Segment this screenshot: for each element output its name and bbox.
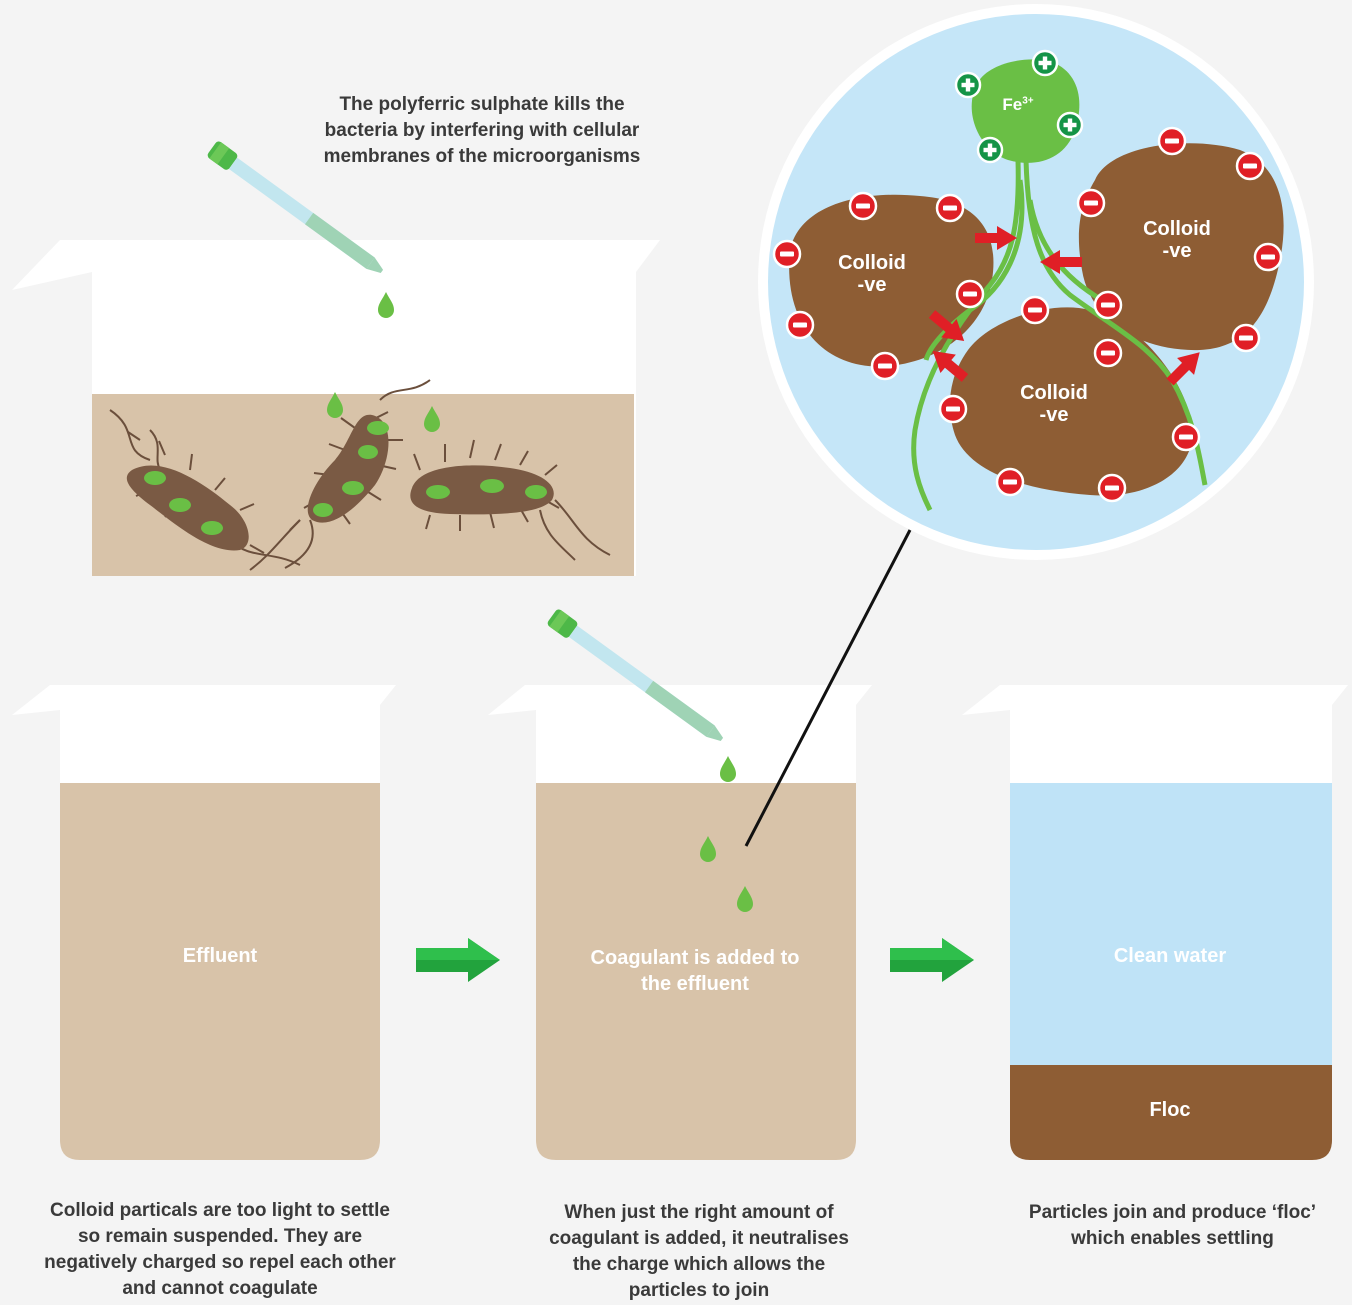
colloid-charge: -ve: [857, 274, 887, 296]
minus-icon: [1093, 290, 1123, 320]
colloid-label-left: Colloid-ve: [822, 252, 922, 296]
colloid-label-right: Colloid-ve: [1127, 218, 1227, 262]
minus-icon: [1231, 323, 1261, 353]
minus-icon: [1020, 295, 1050, 325]
pipette-icon: [207, 141, 384, 274]
minus-icon: [1157, 126, 1187, 156]
minus-icon: [848, 191, 878, 221]
colloid-charge: -ve: [1039, 404, 1069, 426]
attraction-arrows: [928, 226, 1200, 386]
settled-beaker: [962, 685, 1348, 1160]
minus-icon: [935, 193, 965, 223]
minus-icon: [785, 310, 815, 340]
fe-ion: [971, 59, 1080, 163]
plus-icon: [954, 71, 982, 99]
coagulant-beaker: [488, 685, 872, 1160]
minus-icon: [1097, 473, 1127, 503]
floc-label: Floc: [1149, 1099, 1191, 1121]
bacteria-beaker: [12, 240, 660, 576]
coagulant-label: Coagulant is added to the effluent: [590, 947, 800, 995]
minus-icon: [955, 279, 985, 309]
clean-water-label: Clean water: [1113, 945, 1227, 967]
minus-icon: [1235, 151, 1265, 181]
minus-icon: [772, 239, 802, 269]
zoom-circle: [758, 4, 1314, 560]
arrow-right-icon: [416, 938, 500, 982]
bacteria-icon: [109, 379, 611, 571]
arrow-right-icon: [890, 938, 974, 982]
fe-symbol: Fe: [1002, 95, 1023, 114]
step3-caption: Particles join and produce ‘floc’ which …: [1028, 1202, 1317, 1249]
colloid-bottom: [949, 307, 1193, 496]
minus-icon: [1253, 242, 1283, 272]
plus-icon: [1056, 111, 1084, 139]
pipette-icon: [547, 609, 724, 742]
minus-icon: [1171, 422, 1201, 452]
plus-icon: [1031, 49, 1059, 77]
colloid-right: [1078, 143, 1284, 351]
minus-icon: [870, 351, 900, 381]
minus-icon: [938, 394, 968, 424]
minus-icon: [1076, 188, 1106, 218]
step2-caption: When just the right amount of coagulant …: [549, 1202, 849, 1301]
effluent-label: Effluent: [182, 945, 258, 967]
colloid-title: Colloid: [838, 252, 906, 274]
minus-icon: [995, 467, 1025, 497]
fe-charge: 3+: [1022, 95, 1034, 107]
minus-icon: [1093, 338, 1123, 368]
step1-caption: Colloid particals are too light to settl…: [44, 1200, 396, 1299]
colloid-title: Colloid: [1143, 218, 1211, 240]
colloid-charge: -ve: [1162, 240, 1192, 262]
effluent-beaker: [12, 685, 396, 1160]
zoom-connector: [744, 529, 912, 847]
colloid-label-bottom: Colloid-ve: [1004, 382, 1104, 426]
plus-icon: [976, 136, 1004, 164]
colloid-title: Colloid: [1020, 382, 1088, 404]
bacteria-caption: The polyferric sulphate kills the bacter…: [323, 94, 641, 167]
fe-ion-label: Fe3+: [996, 95, 1040, 115]
